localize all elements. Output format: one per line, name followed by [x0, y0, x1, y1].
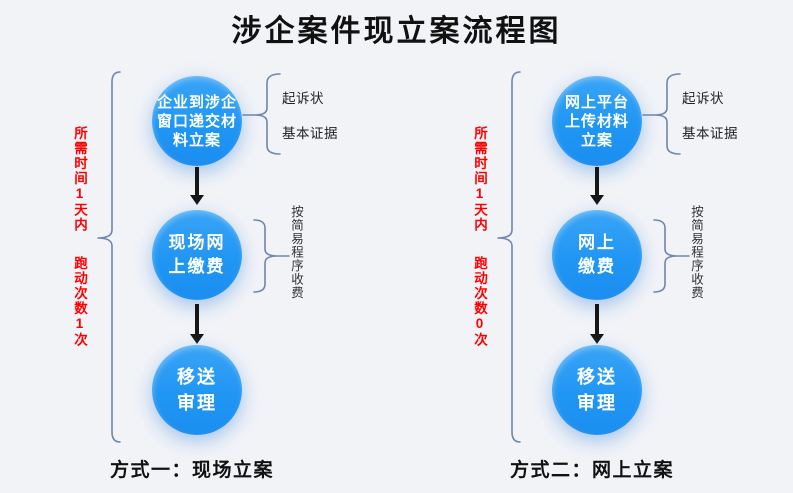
fee-note-brace-icon: [653, 219, 690, 293]
attachment-label: 基本证据: [682, 126, 738, 141]
time-required-label: 所需时间1天内: [472, 126, 487, 233]
step-node-filing: 网上平台 上传材料 立案: [552, 76, 642, 166]
flow-column-online: 所需时间1天内 跑动次数0次 网上平台 上传材料 立案 起诉状 基本证据 网上 …: [400, 0, 793, 493]
arrow-down-icon: [190, 167, 204, 205]
fee-note-label: 按简易程序收费: [689, 205, 703, 300]
step-line: 移送: [577, 367, 617, 387]
trips-count-label: 跑动次数0次: [472, 256, 487, 348]
step-node-payment: 网上 缴费: [552, 210, 642, 300]
step-line: 上缴费: [168, 257, 226, 276]
attachment-label: 基本证据: [282, 126, 338, 141]
attachments-list: 起诉状 基本证据: [682, 87, 738, 142]
arrow-down-icon: [190, 304, 204, 344]
arrow-down-icon: [590, 167, 604, 205]
attachments-brace-icon: [242, 73, 281, 155]
step-line: 审理: [177, 393, 217, 413]
arrow-down-icon: [590, 304, 604, 344]
step-line: 企业到涉企: [156, 93, 237, 111]
step-node-transfer: 移送 审理: [152, 345, 242, 435]
step-line: 窗口递交材: [156, 112, 237, 130]
column-caption: 方式一：现场立案: [110, 460, 275, 481]
fee-note-brace-icon: [253, 219, 290, 293]
attachment-label: 起诉状: [682, 91, 724, 106]
step-line: 立案: [580, 131, 613, 149]
trips-count-label: 跑动次数1次: [72, 256, 87, 348]
attachments-brace-icon: [642, 73, 681, 155]
step-line: 现场网: [168, 233, 226, 252]
column-brace-icon: [97, 71, 121, 443]
attachments-list: 起诉状 基本证据: [282, 87, 338, 142]
column-caption: 方式二：网上立案: [510, 460, 675, 481]
step-node-transfer: 移送 审理: [552, 345, 642, 435]
page-title: 涉企案件现立案流程图: [231, 15, 562, 48]
step-line: 移送: [177, 367, 217, 387]
step-line: 料立案: [172, 131, 221, 149]
step-line: 网上平台: [564, 93, 629, 111]
column-brace-icon: [497, 71, 521, 443]
step-line: 网上: [578, 233, 616, 252]
step-node-payment: 现场网 上缴费: [152, 210, 242, 300]
step-line: 上传材料: [564, 112, 629, 130]
fee-note-label: 按简易程序收费: [289, 205, 303, 300]
attachment-label: 起诉状: [282, 91, 324, 106]
step-line: 审理: [577, 393, 617, 413]
flow-column-onsite: 所需时间1天内 跑动次数1次 企业到涉企 窗口递交材 料立案 起诉状 基本证据 …: [72, 71, 338, 481]
step-node-filing: 企业到涉企 窗口递交材 料立案: [152, 76, 242, 166]
time-required-label: 所需时间1天内: [72, 126, 87, 233]
step-line: 缴费: [578, 257, 616, 276]
